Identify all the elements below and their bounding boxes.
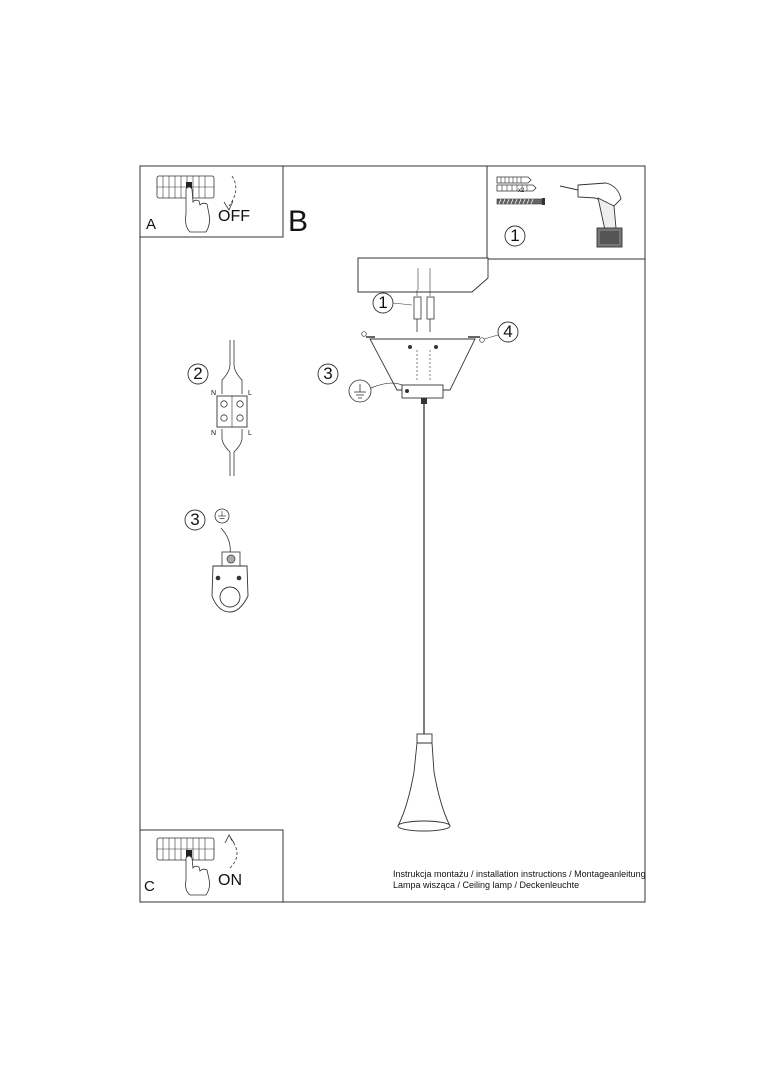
switch-on-arrow-icon <box>224 834 238 869</box>
switch-off-arrow-icon <box>223 175 237 211</box>
callout-circle <box>184 509 206 531</box>
caption-line-2: Lampa wisząca / Ceiling lamp / Deckenleu… <box>393 880 580 890</box>
callout-ground: 3 <box>323 364 333 383</box>
callout-screw: 4 <box>503 322 513 341</box>
hand-icon <box>185 186 210 233</box>
terminal-n-top: N <box>211 390 217 397</box>
suspension-cable <box>421 398 427 736</box>
callout-terminal: 2 <box>193 364 203 383</box>
mounting-bracket <box>366 336 480 391</box>
ground-terminal-detail <box>211 527 249 613</box>
screw-icon <box>361 331 499 343</box>
callout-tools: 1 <box>510 226 520 245</box>
ground-symbol-icon <box>214 508 230 524</box>
drill-icon <box>559 182 623 248</box>
page-frame <box>139 165 646 903</box>
ground-symbol-icon <box>348 379 403 403</box>
callout-circle <box>504 225 526 247</box>
wall-plug-icon <box>496 176 537 192</box>
step-b-label: B <box>288 205 309 238</box>
callout-circle <box>317 363 339 385</box>
ceiling-plate <box>357 257 489 293</box>
step-a-label: A <box>146 216 157 233</box>
terminal-block <box>216 340 248 476</box>
quantity-label: x2 <box>518 188 525 194</box>
callout-circle <box>187 363 209 385</box>
breaker-icon <box>156 837 215 861</box>
caption-line-1: Instrukcja montażu / installation instru… <box>393 869 646 879</box>
step-c-label: C <box>144 878 155 895</box>
callout-circle <box>497 321 519 343</box>
lamp-shade <box>397 733 451 832</box>
hand-icon <box>185 855 210 896</box>
panel-c-power-on <box>140 829 284 902</box>
screw-icon <box>496 198 545 205</box>
terminal-l-top: L <box>248 390 252 397</box>
power-on-label: ON <box>218 872 242 889</box>
panel-a-power-off <box>140 166 284 238</box>
terminal-l-bottom: L <box>248 430 252 437</box>
power-off-label: OFF <box>218 208 250 225</box>
anchor-bolts <box>413 290 435 332</box>
callout-ground-detail: 3 <box>190 510 200 529</box>
terminal-n-bottom: N <box>211 430 217 437</box>
callout-anchor: 1 <box>378 293 388 312</box>
canopy-hub <box>401 384 444 399</box>
breaker-icon <box>156 175 215 199</box>
